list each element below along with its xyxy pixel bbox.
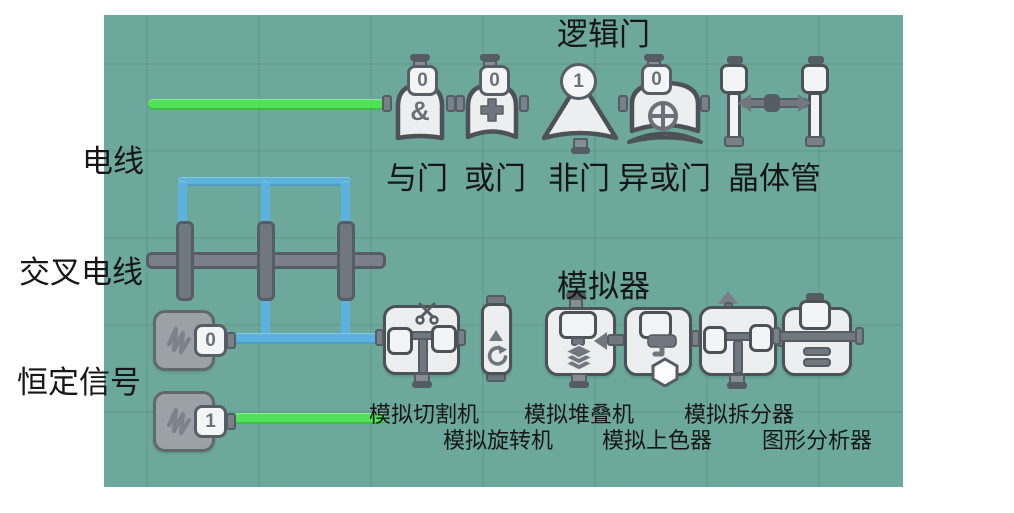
splitter-slot-right — [749, 324, 773, 352]
wire-label: 电线 — [82, 144, 144, 179]
cross-wire-post-3[interactable] — [337, 221, 355, 301]
splitter-arrow-up-icon — [718, 291, 738, 304]
xor-badge: 0 — [641, 64, 672, 95]
stacker-input-slot — [559, 311, 597, 339]
not-gate[interactable]: 1 — [540, 52, 624, 162]
not-badge: 1 — [560, 63, 597, 100]
xor-gate-label: 异或门 — [618, 161, 711, 196]
analyzer-right-connector — [855, 327, 864, 345]
or-badge: 0 — [479, 65, 510, 96]
constant-signal-1-badge: 1 — [194, 405, 227, 438]
transistor-head-right — [801, 64, 829, 94]
shape-hexagon-icon — [651, 357, 679, 387]
or-right-connector — [519, 95, 529, 112]
cutter-slot-right — [431, 325, 457, 353]
xor-right-connector — [700, 95, 710, 112]
virtual-stacker-label: 模拟堆叠机 — [524, 402, 635, 427]
circled-cross-icon — [648, 101, 678, 131]
analyzer-bar-1 — [803, 347, 831, 356]
cutter-bottom-pin-cap — [412, 381, 432, 388]
or-top-pin-cap — [480, 54, 500, 61]
splitter-slot-left — [703, 326, 727, 354]
not-gate-body — [541, 77, 619, 141]
cross-wire-post-2[interactable] — [257, 221, 275, 301]
virtual-painter-label: 模拟上色器 — [602, 428, 713, 453]
stacker-bottom-pin-cap — [569, 381, 589, 388]
shape-analyzer-label: 图形分析器 — [762, 428, 873, 453]
cutter-divider-stem — [418, 338, 428, 374]
scissors-icon — [415, 302, 439, 325]
or-gate[interactable]: 0 — [455, 52, 535, 152]
or-gate-label: 或门 — [464, 161, 526, 196]
simulators-title: 模拟器 — [557, 269, 650, 304]
constant-signal-0[interactable]: 0 — [150, 306, 242, 376]
transistor[interactable] — [716, 52, 846, 152]
not-bottom-pin-cap — [571, 147, 590, 154]
virtual-rotator[interactable] — [476, 290, 518, 390]
plus-icon — [480, 98, 504, 122]
analyzer-left-connector — [772, 327, 781, 345]
transistor-foot-right — [805, 136, 825, 147]
stacker-top-pin-cap — [566, 292, 586, 299]
cross-wire-label: 交叉电线 — [19, 255, 143, 290]
wire-blue-bottom[interactable] — [233, 333, 385, 344]
logic-gates-title: 逻辑门 — [557, 17, 650, 52]
analyzer-top-slot — [799, 300, 831, 330]
paint-roller-icon — [647, 334, 677, 357]
virtual-cutter-label: 模拟切割机 — [369, 402, 480, 427]
signal-wave-icon — [166, 326, 192, 355]
virtual-painter[interactable] — [590, 290, 700, 390]
wire-green-top[interactable] — [148, 99, 384, 110]
transistor-head-left — [720, 64, 748, 94]
transistor-cap-left — [727, 56, 743, 64]
and-glyph: & — [410, 96, 430, 126]
rotator-arrow-up-icon — [489, 330, 503, 341]
wire-green-bottom[interactable] — [233, 413, 386, 424]
analyzer-top-cap — [806, 293, 824, 302]
cutter-slot-left — [387, 327, 413, 355]
splitter-bottom-pin-cap — [727, 382, 747, 389]
not-gate-label: 非门 — [548, 161, 610, 196]
transistor-arrow-left-icon — [738, 94, 751, 112]
or-left-connector — [455, 95, 465, 112]
painter-input-arrow-icon — [594, 332, 607, 350]
xor-gate[interactable]: 0 — [618, 52, 710, 152]
constant-signal-1-output — [226, 413, 236, 430]
stack-layers-icon — [564, 344, 594, 371]
transistor-foot-left — [724, 136, 744, 147]
constant-signal-0-badge: 0 — [194, 324, 227, 357]
constant-signal-0-output — [226, 332, 236, 349]
painter-input-rod — [607, 334, 625, 346]
transistor-arrow-right-icon — [798, 94, 811, 112]
virtual-rotator-label: 模拟旋转机 — [443, 428, 554, 453]
transistor-cap-right — [808, 56, 824, 64]
splitter-divider-stem — [733, 340, 743, 374]
splitter-left-connector — [691, 330, 700, 347]
analyzer-rod — [775, 331, 859, 342]
rotate-ccw-icon — [487, 345, 508, 366]
and-top-pin-cap — [410, 54, 430, 61]
virtual-splitter-label: 模拟拆分器 — [684, 402, 795, 427]
transistor-knob — [764, 94, 780, 112]
constant-signal-1[interactable]: 1 — [150, 387, 242, 457]
and-left-connector — [382, 95, 392, 112]
and-gate-label: 与门 — [386, 161, 448, 196]
xor-top-pin-cap — [644, 54, 664, 61]
cutter-right-connector — [457, 329, 466, 346]
analyzer-bar-2 — [803, 358, 831, 367]
shape-analyzer[interactable] — [770, 288, 870, 388]
virtual-splitter[interactable] — [690, 288, 786, 392]
cross-wire-post-1[interactable] — [176, 221, 194, 301]
cutter-left-connector — [375, 329, 384, 346]
wire-blue-vertical-1[interactable] — [178, 181, 187, 241]
and-badge: 0 — [407, 65, 438, 96]
transistor-label: 晶体管 — [728, 161, 821, 196]
signal-wave-icon — [166, 407, 192, 436]
xor-left-connector — [618, 95, 628, 112]
constant-signal-label: 恒定信号 — [17, 365, 141, 400]
and-gate[interactable]: & 0 — [382, 52, 462, 152]
virtual-cutter[interactable] — [374, 290, 468, 394]
